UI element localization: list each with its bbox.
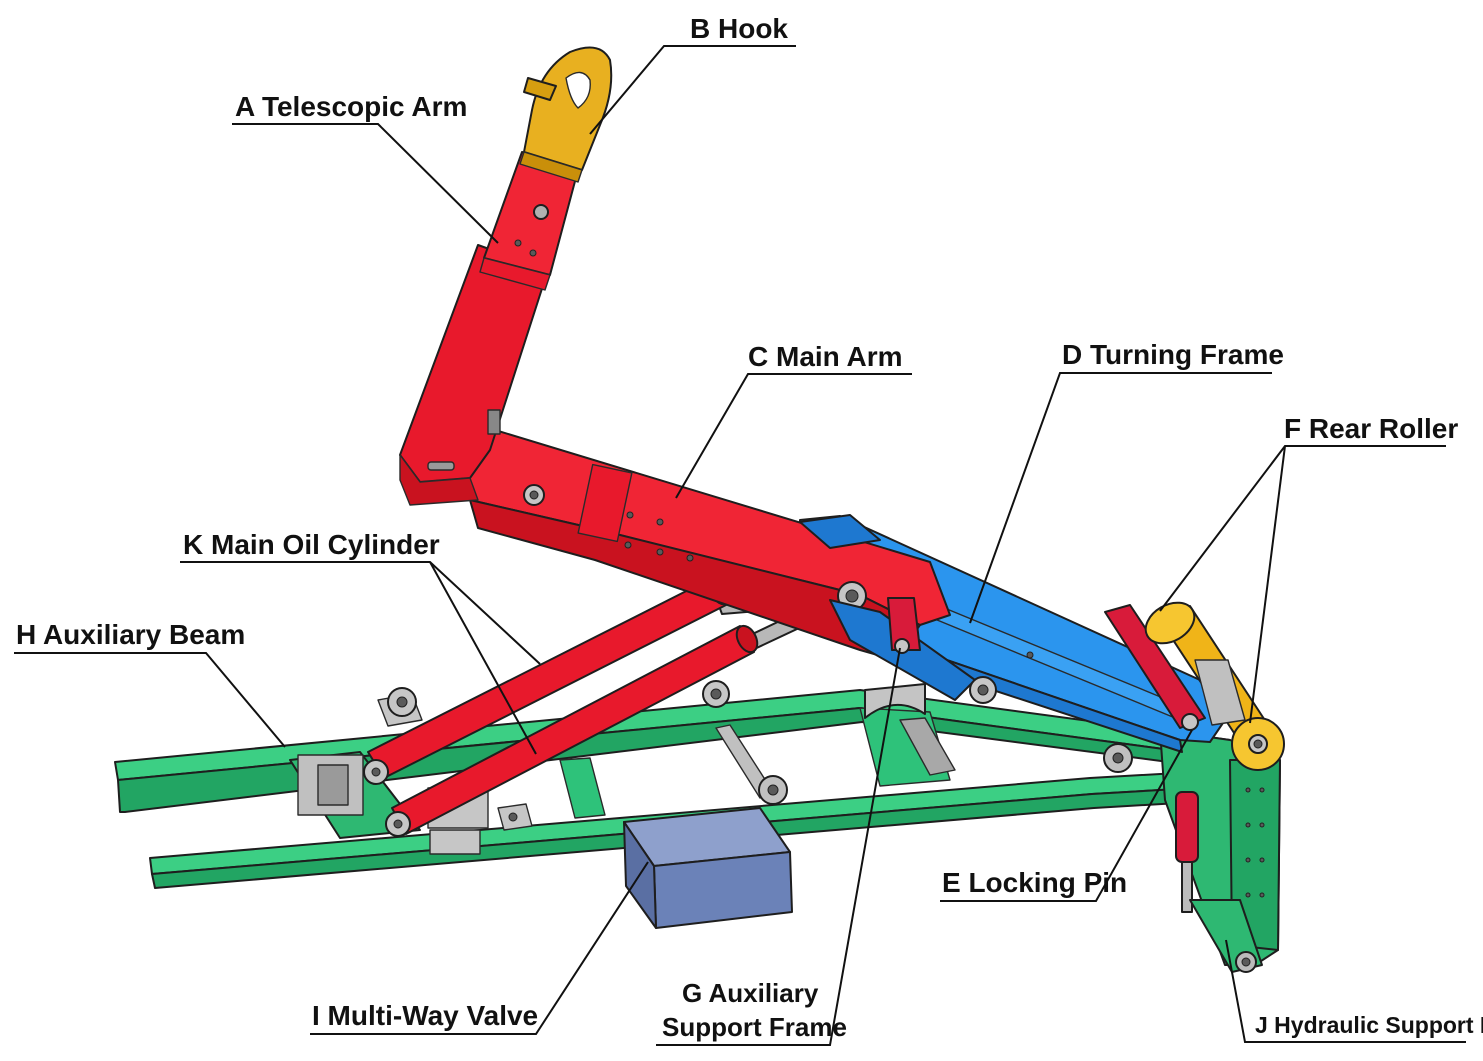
locking-pin-arm-main (887, 597, 921, 651)
label-locking-pin: E Locking Pin (942, 867, 1127, 898)
valve-front (653, 851, 793, 929)
leader-k2 (429, 561, 537, 755)
hook-body (523, 46, 613, 171)
leader-i (310, 861, 649, 1035)
leader-g (656, 647, 901, 1046)
support-leg-rod (1181, 861, 1193, 913)
locking-pin (887, 597, 1206, 731)
support-leg-cylinder (1175, 791, 1199, 863)
leader-d (969, 372, 1272, 624)
leader-e (940, 729, 1193, 902)
label-main-oil-cylinder: K Main Oil Cylinder (183, 529, 440, 560)
label-hook: B Hook (690, 13, 788, 44)
leader-f2 (1249, 445, 1286, 724)
label-telescopic-arm: A Telescopic Arm (235, 91, 467, 122)
leader-f1 (1159, 445, 1446, 612)
leader-b (589, 45, 796, 135)
label-auxiliary-support-frame-line1: G Auxiliary (682, 978, 819, 1008)
labels: A Telescopic Arm B Hook C Main Arm D Tur… (16, 13, 1483, 1042)
hydraulic-support-leg (1175, 791, 1263, 973)
label-auxiliary-beam: H Auxiliary Beam (16, 619, 245, 650)
multi-way-valve (623, 807, 793, 929)
telescopic-arm (399, 151, 579, 506)
leader-a (232, 123, 499, 244)
leader-h (14, 652, 286, 748)
rail-fittings (297, 680, 1133, 855)
label-auxiliary-support-frame-line2: Support Frame (662, 1012, 847, 1042)
rear-roller (1144, 601, 1285, 771)
leader-lines (14, 45, 1466, 1046)
leader-j (1225, 939, 1466, 1043)
label-hydraulic-support-leg: J Hydraulic Support Leg (1255, 1012, 1483, 1038)
leader-c (675, 373, 912, 499)
label-rear-roller: F Rear Roller (1284, 413, 1458, 444)
label-turning-frame: D Turning Frame (1062, 339, 1284, 370)
label-multi-way-valve: I Multi-Way Valve (312, 1000, 538, 1031)
label-main-arm: C Main Arm (748, 341, 903, 372)
hook (519, 46, 613, 183)
locking-pin-arm-rear (1104, 604, 1206, 729)
